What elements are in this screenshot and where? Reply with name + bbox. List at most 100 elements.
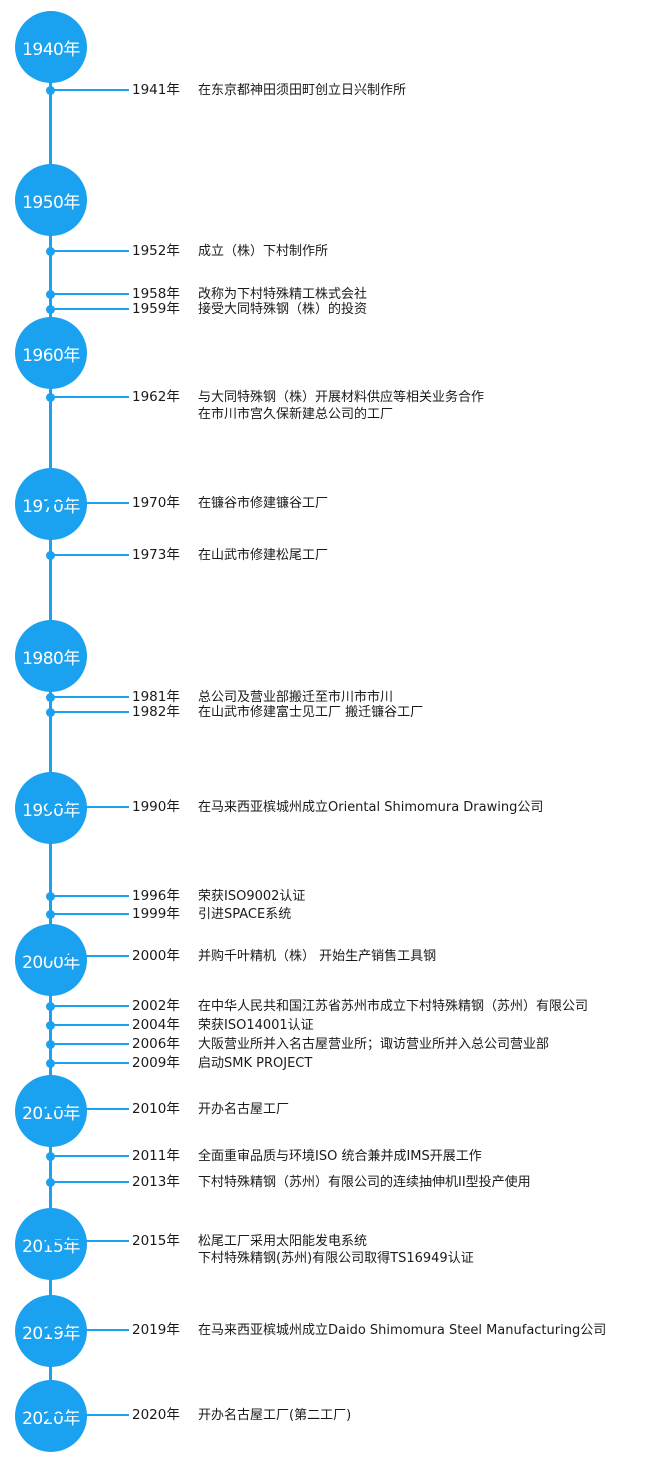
event-text: 启动SMK PROJECT [198, 1056, 313, 1071]
event-connector [52, 1155, 129, 1157]
event-connector [52, 1043, 129, 1045]
event-dot [46, 1152, 55, 1161]
decade-marker: 1980年 [15, 620, 87, 692]
event-text: 成立（株）下村制作所 [198, 244, 329, 259]
event-year: 2006年 [132, 1036, 180, 1052]
event-year: 1973年 [132, 547, 180, 563]
event-text: 改称为下村特殊精工株式会社 [198, 287, 368, 302]
event-text: 在镰谷市修建镰谷工厂 [198, 496, 329, 511]
event-connector [52, 895, 129, 897]
decade-label: 1950年 [22, 192, 80, 213]
decade-marker: 1960年 [15, 317, 87, 389]
event-text: 全面重审品质与环境ISO 统合兼并成IMS开展工作 [198, 1149, 482, 1164]
event-year: 1999年 [132, 906, 180, 922]
event-connector [52, 1181, 129, 1183]
event-connector [52, 955, 129, 957]
event-connector [52, 1024, 129, 1026]
event-dot [46, 693, 55, 702]
event-year: 1952年 [132, 243, 180, 259]
event-connector [52, 913, 129, 915]
event-year: 1990年 [132, 799, 180, 815]
event-dot [46, 305, 55, 314]
event-text: 总公司及营业部搬迁至市川市市川 [198, 690, 394, 705]
event-dot [46, 1178, 55, 1187]
event-dot [46, 910, 55, 919]
event-year: 2000年 [132, 948, 180, 964]
event-dot [46, 1021, 55, 1030]
event-text: 在东京都神田须田町创立日兴制作所 [198, 83, 407, 98]
event-connector [52, 711, 129, 713]
decade-label: 1980年 [22, 648, 80, 669]
decade-label: 1940年 [22, 39, 80, 60]
event-connector [52, 293, 129, 295]
event-dot [46, 1059, 55, 1068]
event-connector [52, 1240, 129, 1242]
event-year: 2020年 [132, 1407, 180, 1423]
event-dot [46, 1237, 55, 1246]
event-connector [52, 1062, 129, 1064]
event-text: 在山武市修建松尾工厂 [198, 548, 329, 563]
event-connector [52, 308, 129, 310]
event-dot [46, 803, 55, 812]
event-text: 在中华人民共和国江苏省苏州市成立下村特殊精钢（苏州）有限公司 [198, 999, 589, 1014]
event-connector [52, 89, 129, 91]
event-year: 1941年 [132, 82, 180, 98]
event-year: 2013年 [132, 1174, 180, 1190]
event-text: 接受大同特殊钢（株）的投资 [198, 302, 368, 317]
event-dot [46, 86, 55, 95]
event-dot [46, 290, 55, 299]
event-text: 开办名古屋工厂 [198, 1102, 290, 1117]
event-dot [46, 1002, 55, 1011]
event-text: 开办名古屋工厂(第二工厂) [198, 1408, 352, 1423]
event-connector [52, 806, 129, 808]
event-text: 松尾工厂采用太阳能发电系统 [198, 1234, 368, 1249]
event-year: 2019年 [132, 1322, 180, 1338]
event-dot [46, 1105, 55, 1114]
event-connector [52, 554, 129, 556]
event-connector [52, 1329, 129, 1331]
event-year: 2004年 [132, 1017, 180, 1033]
event-text: 下村特殊精钢(苏州)有限公司取得TS16949认证 [198, 1251, 474, 1266]
event-year: 2009年 [132, 1055, 180, 1071]
event-dot [46, 1040, 55, 1049]
event-text: 在马来西亚槟城州成立Oriental Shimomura Drawing公司 [198, 800, 544, 815]
event-connector [52, 250, 129, 252]
event-year: 2015年 [132, 1233, 180, 1249]
event-connector [52, 1005, 129, 1007]
event-text: 在市川市宫久保新建总公司的工厂 [198, 407, 394, 422]
decade-label: 2000年 [22, 952, 80, 973]
event-dot [46, 499, 55, 508]
event-year: 1981年 [132, 689, 180, 705]
event-year: 2011年 [132, 1148, 180, 1164]
event-year: 1959年 [132, 301, 180, 317]
event-year: 1958年 [132, 286, 180, 302]
event-year: 1970年 [132, 495, 180, 511]
event-year: 1996年 [132, 888, 180, 904]
event-text: 并购千叶精机（株） 开始生产销售工具钢 [198, 949, 437, 964]
event-year: 2010年 [132, 1101, 180, 1117]
event-text: 下村特殊精钢（苏州）有限公司的连续抽伸机II型投产使用 [198, 1175, 531, 1190]
event-year: 1962年 [132, 389, 180, 405]
event-connector [52, 696, 129, 698]
event-dot [46, 952, 55, 961]
event-dot [46, 1411, 55, 1420]
event-text: 大阪营业所并入名古屋营业所；诹访营业所并入总公司营业部 [198, 1037, 550, 1052]
event-dot [46, 708, 55, 717]
event-text: 在马来西亚槟城州成立Daido Shimomura Steel Manufact… [198, 1323, 607, 1338]
event-text: 引进SPACE系统 [198, 907, 292, 922]
event-text: 荣获ISO9002认证 [198, 889, 306, 904]
decade-label: 1960年 [22, 345, 80, 366]
event-text: 在山武市修建富士见工厂 搬迁镰谷工厂 [198, 705, 424, 720]
event-year: 2002年 [132, 998, 180, 1014]
decade-marker: 2020年 [15, 1380, 87, 1452]
event-text: 荣获ISO14001认证 [198, 1018, 314, 1033]
event-connector [52, 396, 129, 398]
decade-marker: 1950年 [15, 164, 87, 236]
event-dot [46, 551, 55, 560]
event-connector [52, 1108, 129, 1110]
event-connector [52, 502, 129, 504]
event-dot [46, 247, 55, 256]
event-text: 与大同特殊钢（株）开展材料供应等相关业务合作 [198, 390, 485, 405]
timeline-axis [49, 40, 52, 1420]
event-connector [52, 1414, 129, 1416]
